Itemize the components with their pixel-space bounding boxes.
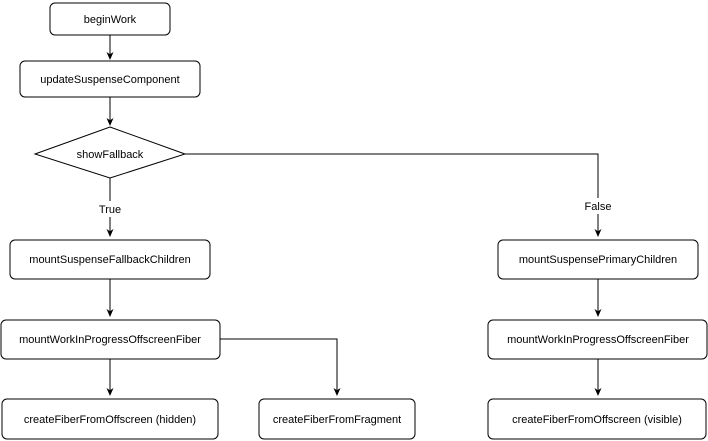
- node-mount-suspense-primary-children-label: mountSuspensePrimaryChildren: [519, 254, 677, 266]
- edge-label-true-text: True: [99, 204, 121, 216]
- node-mount-wip-offscreen-fiber-right-label: mountWorkInProgressOffscreenFiber: [507, 334, 689, 346]
- node-update-suspense-component: updateSuspenseComponent: [19, 60, 201, 98]
- node-mount-wip-offscreen-fiber-left-label: mountWorkInProgressOffscreenFiber: [19, 334, 201, 346]
- node-mount-suspense-primary-children: mountSuspensePrimaryChildren: [497, 239, 699, 280]
- edge-wip-left-to-fragment: [220, 338, 341, 396]
- node-show-fallback-decision: showFallback: [33, 126, 187, 179]
- node-create-fiber-from-fragment: createFiberFromFragment: [258, 398, 416, 440]
- edge-label-false: False: [580, 198, 616, 214]
- edge-label-true: True: [93, 201, 127, 217]
- node-create-fiber-from-offscreen-hidden-label: createFiberFromOffscreen (hidden): [24, 414, 196, 426]
- node-create-fiber-from-offscreen-hidden: createFiberFromOffscreen (hidden): [1, 398, 219, 440]
- node-create-fiber-from-offscreen-visible: createFiberFromOffscreen (visible): [487, 398, 707, 440]
- node-show-fallback-label: showFallback: [77, 149, 144, 161]
- node-mount-wip-offscreen-fiber-left: mountWorkInProgressOffscreenFiber: [0, 319, 221, 360]
- node-mount-suspense-fallback-children: mountSuspenseFallbackChildren: [9, 239, 211, 280]
- node-create-fiber-from-fragment-label: createFiberFromFragment: [273, 414, 401, 426]
- node-mount-suspense-fallback-children-label: mountSuspenseFallbackChildren: [29, 254, 190, 266]
- edge-showfallback-to-primary-children: [185, 153, 602, 237]
- node-begin-work: beginWork: [49, 2, 171, 36]
- edge-label-false-text: False: [585, 201, 612, 213]
- node-create-fiber-from-offscreen-visible-label: createFiberFromOffscreen (visible): [512, 414, 682, 426]
- node-mount-wip-offscreen-fiber-right: mountWorkInProgressOffscreenFiber: [487, 319, 708, 360]
- node-update-suspense-component-label: updateSuspenseComponent: [40, 74, 179, 86]
- node-begin-work-label: beginWork: [84, 14, 137, 26]
